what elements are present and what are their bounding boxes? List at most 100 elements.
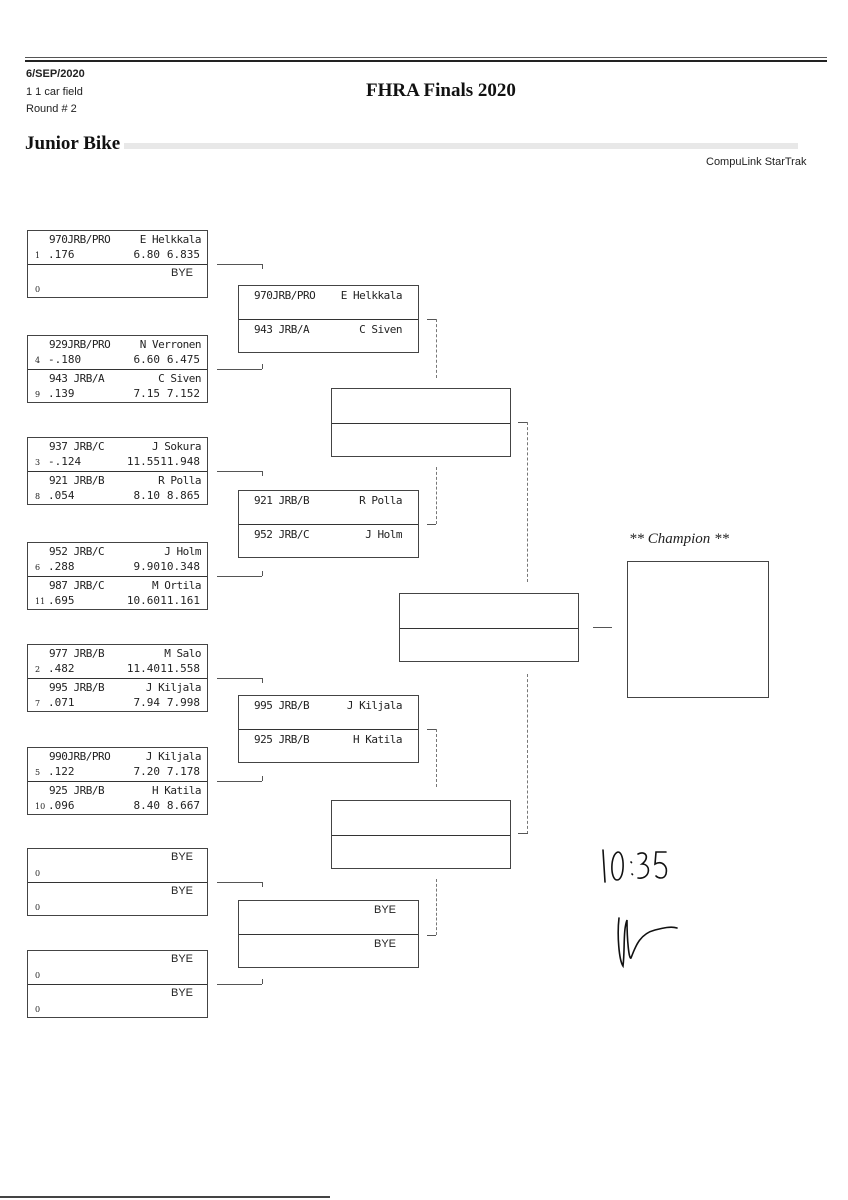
car-number: 952 JRB/C	[254, 528, 310, 541]
car-number: 970JRB/PRO	[254, 289, 316, 302]
round1-pairing: 970JRB/PRO E Helkkala 1 .176 6.80 6.835 …	[27, 230, 208, 298]
driver-name: M Ortila	[152, 579, 201, 592]
reaction-time: .695	[48, 594, 75, 607]
driver-name: C Siven	[158, 372, 201, 385]
lane-number: 2	[35, 665, 41, 674]
dial-in: 11.55	[126, 455, 160, 468]
brand-label: CompuLink StarTrak	[706, 156, 807, 168]
elapsed-time: 11.558	[160, 662, 200, 675]
dial-in: 7.20	[133, 765, 161, 778]
round1-slot-bottom: BYE 0	[28, 984, 207, 1017]
field-size: 1 1 car field	[26, 86, 83, 98]
round2-slot-top: 921 JRB/B R Polla	[239, 491, 418, 524]
elapsed-time: 10.348	[160, 560, 200, 573]
dial-in: 9.90	[133, 560, 161, 573]
semifinal-connector-dashed	[527, 422, 528, 582]
round1-connector	[217, 264, 262, 265]
round1-slot-bottom: 943 JRB/A C Siven 9 .139 7.15 7.152	[28, 369, 207, 402]
bye-label: BYE	[170, 851, 193, 863]
bye-label: BYE	[170, 987, 193, 999]
car-number: 925 JRB/B	[254, 733, 310, 746]
bye-label: BYE	[170, 885, 193, 897]
round1-pairing: 929JRB/PRO N Verronen 4 -.180 6.60 6.475…	[27, 335, 208, 403]
lane-number: 7	[35, 699, 41, 708]
round2-slot-top: 970JRB/PRO E Helkkala	[239, 286, 418, 319]
reaction-time: .288	[48, 560, 75, 573]
driver-name: H Katila	[152, 784, 201, 797]
final-to-champion-connector	[593, 627, 612, 628]
driver-name: E Helkkala	[139, 233, 202, 246]
round1-slot-bottom: 995 JRB/B J Kiljala 7 .071 7.94 7.998	[28, 678, 207, 711]
lane-number: 8	[35, 492, 41, 501]
handwritten-digit-3	[637, 852, 650, 879]
car-number: 970JRB/PRO	[49, 233, 111, 246]
car-number: 925 JRB/B	[49, 784, 105, 797]
footer-rule	[0, 1196, 330, 1198]
round1-connector	[217, 369, 262, 370]
round2-pairing: 970JRB/PRO E Helkkala 943 JRB/A C Siven	[238, 285, 419, 353]
handwritten-digit-5	[654, 851, 668, 879]
round1-connector-tick	[262, 471, 263, 476]
lane-number: 10	[35, 802, 46, 811]
round2-connector	[427, 729, 436, 730]
round2-slot-bottom: 925 JRB/B H Katila	[239, 729, 418, 762]
car-number: 921 JRB/B	[49, 474, 105, 487]
lane-number: 1	[35, 251, 41, 260]
header-rule-thin	[25, 57, 827, 58]
car-number: 977 JRB/B	[49, 647, 105, 660]
lane-number: 9	[35, 390, 41, 399]
dial-in: 6.80	[133, 248, 161, 261]
reaction-time: .054	[48, 489, 75, 502]
elapsed-time: 6.835	[166, 248, 200, 261]
car-number: 929JRB/PRO	[49, 338, 111, 351]
car-number: 943 JRB/A	[49, 372, 105, 385]
lane-number: 6	[35, 563, 41, 572]
handwritten-signature	[617, 917, 678, 969]
header-rule-thick	[25, 60, 827, 62]
round-number: Round # 2	[26, 103, 77, 115]
round1-slot-bottom: 921 JRB/B R Polla 8 .054 8.10 8.865	[28, 471, 207, 504]
dial-in: 6.60	[133, 353, 161, 366]
car-number: 952 JRB/C	[49, 545, 105, 558]
round2-slot-top: 995 JRB/B J Kiljala	[239, 696, 418, 729]
lane-number: 5	[35, 768, 41, 777]
driver-name: J Kiljala	[346, 699, 403, 712]
driver-name: J Sokura	[152, 440, 201, 453]
car-number: 995 JRB/B	[254, 699, 310, 712]
page-title: FHRA Finals 2020	[366, 80, 516, 101]
round1-slot-top: 977 JRB/B M Salo 2 .482 11.40 11.558	[28, 645, 207, 678]
round1-slot-bottom: BYE 0	[28, 882, 207, 915]
round2-slot-top: BYE	[239, 901, 418, 934]
driver-name: R Polla	[359, 494, 402, 507]
semifinal-connector	[518, 833, 528, 834]
round1-slot-bottom: 987 JRB/C M Ortila 11 .695 10.60 11.161	[28, 576, 207, 609]
round2-connector	[427, 319, 436, 320]
champion-label: ** Champion **	[629, 531, 730, 547]
reaction-time: .176	[48, 248, 75, 261]
round1-connector-tick	[262, 571, 263, 576]
round1-connector-tick	[262, 882, 263, 887]
elapsed-time: 11.948	[160, 455, 200, 468]
round1-connector	[217, 576, 262, 577]
round2-slot-bottom: 943 JRB/A C Siven	[239, 319, 418, 352]
lane-number: 0	[35, 285, 41, 294]
elapsed-time: 11.161	[160, 594, 200, 607]
car-number: 987 JRB/C	[49, 579, 105, 592]
semifinal-slot-top	[332, 389, 510, 423]
round1-pairing: BYE 0 BYE 0	[27, 950, 208, 1018]
round2-pairing: BYE BYE	[238, 900, 419, 968]
car-number: 995 JRB/B	[49, 681, 105, 694]
round2-slot-bottom: 952 JRB/C J Holm	[239, 524, 418, 557]
round1-slot-top: 990JRB/PRO J Kiljala 5 .122 7.20 7.178	[28, 748, 207, 781]
round1-pairing: 952 JRB/C J Holm 6 .288 9.90 10.348 987 …	[27, 542, 208, 610]
final-box	[399, 593, 579, 662]
lane-number: 0	[35, 903, 41, 912]
round1-pairing: BYE 0 BYE 0	[27, 848, 208, 916]
dial-in: 8.10	[133, 489, 161, 502]
round2-connector-dashed	[436, 879, 437, 935]
round1-slot-top: BYE 0	[28, 951, 207, 984]
reaction-time: .096	[48, 799, 75, 812]
reaction-time: .139	[48, 387, 75, 400]
semifinal-connector	[518, 422, 528, 423]
round1-connector	[217, 984, 262, 985]
